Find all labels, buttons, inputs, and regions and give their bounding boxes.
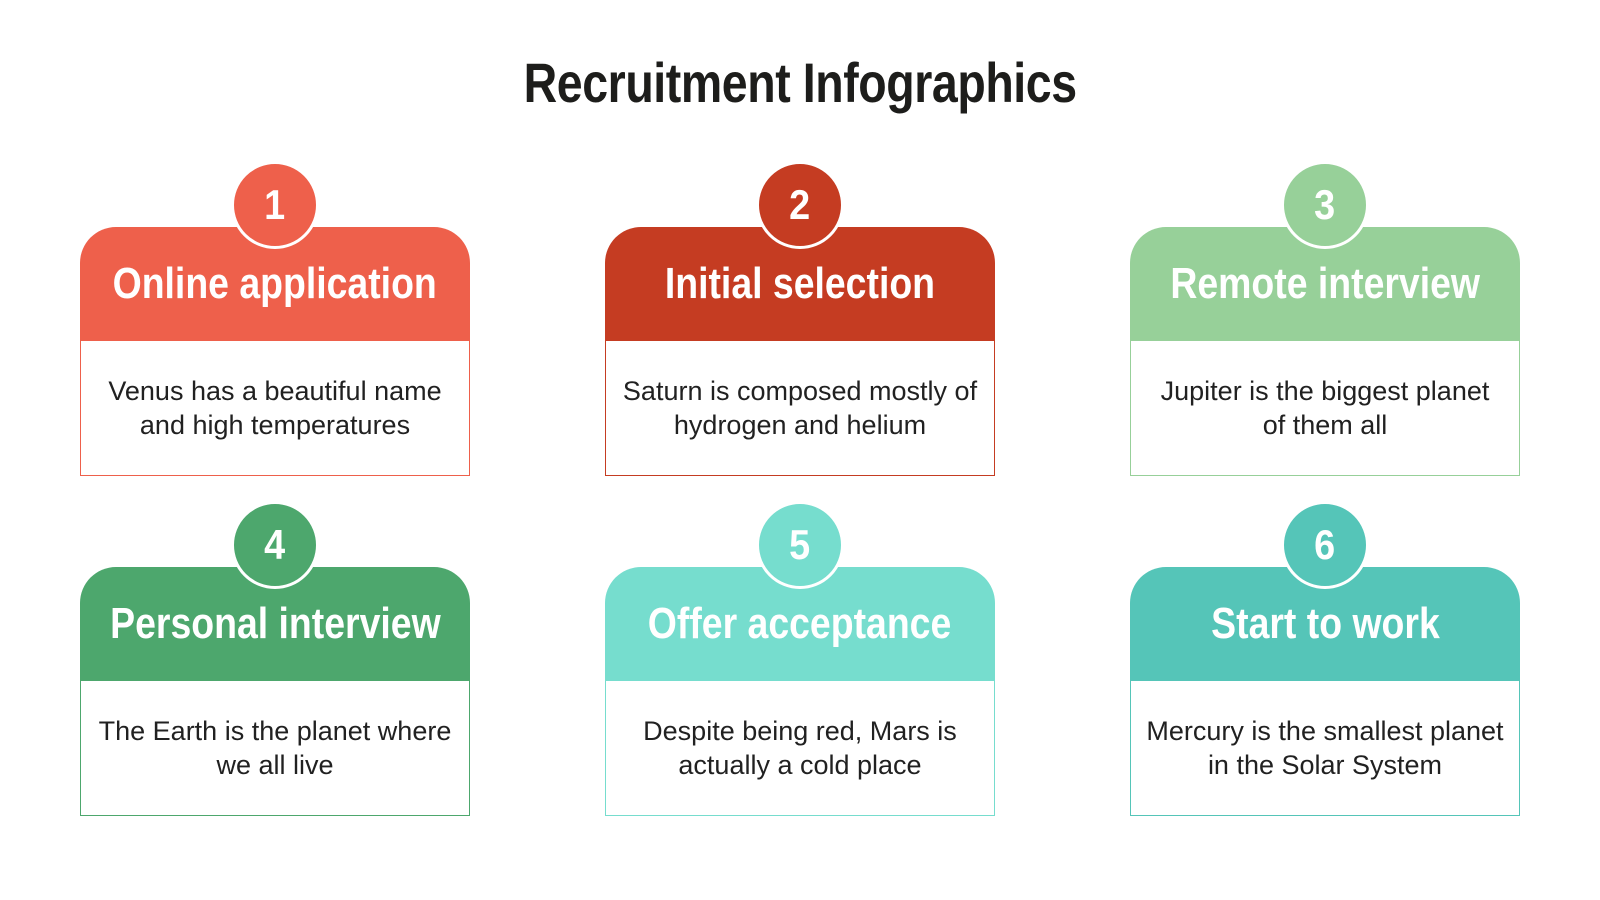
step-description: Saturn is composed mostly of hydrogen an…: [622, 375, 978, 440]
step-card-3: 3 Remote interview Jupiter is the bigges…: [1130, 160, 1520, 476]
steps-grid: 1 Online application Venus has a beautif…: [0, 160, 1600, 816]
step-description: Jupiter is the biggest planet of them al…: [1160, 375, 1490, 440]
step-header: Initial selection: [605, 226, 995, 341]
step-number: 1: [264, 180, 286, 228]
step-description: Venus has a beautiful name and high temp…: [108, 375, 442, 440]
step-title: Offer acceptance: [648, 598, 952, 648]
step-body: Despite being red, Mars is actually a co…: [605, 680, 995, 816]
step-body: Saturn is composed mostly of hydrogen an…: [605, 340, 995, 476]
step-title: Remote interview: [1170, 258, 1480, 308]
step-number: 2: [789, 180, 811, 228]
step-card-6: 6 Start to work Mercury is the smallest …: [1130, 500, 1520, 816]
step-card-2: 2 Initial selection Saturn is composed m…: [605, 160, 995, 476]
step-body: Jupiter is the biggest planet of them al…: [1130, 340, 1520, 476]
step-number: 5: [789, 520, 811, 568]
step-description: The Earth is the planet where we all liv…: [98, 715, 452, 780]
page-title: Recruitment Infographics: [0, 51, 1600, 115]
step-description: Despite being red, Mars is actually a co…: [643, 715, 957, 780]
step-title: Online application: [112, 258, 438, 308]
slide-canvas: Recruitment Infographics 1 Online applic…: [0, 51, 1600, 900]
step-number-badge: 6: [1281, 500, 1369, 589]
step-body: Mercury is the smallest planet in the So…: [1130, 680, 1520, 816]
step-number: 6: [1314, 520, 1336, 568]
step-title: Personal interview: [109, 598, 441, 648]
step-title: Initial selection: [664, 258, 936, 308]
step-card-4: 4 Personal interview The Earth is the pl…: [80, 500, 470, 816]
step-number: 4: [264, 520, 286, 568]
step-card-5: 5 Offer acceptance Despite being red, Ma…: [605, 500, 995, 816]
step-number-badge: 2: [756, 160, 844, 249]
page-title-text: Recruitment Infographics: [523, 51, 1077, 114]
step-number-badge: 4: [231, 500, 319, 589]
step-number-badge: 5: [756, 500, 844, 589]
step-card-1: 1 Online application Venus has a beautif…: [80, 160, 470, 476]
step-header: Personal interview: [80, 566, 470, 681]
step-body: Venus has a beautiful name and high temp…: [80, 340, 470, 476]
step-title: Start to work: [1210, 598, 1440, 648]
step-number: 3: [1314, 180, 1336, 228]
step-number-badge: 3: [1281, 160, 1369, 249]
step-number-badge: 1: [231, 160, 319, 249]
step-body: The Earth is the planet where we all liv…: [80, 680, 470, 816]
step-description: Mercury is the smallest planet in the So…: [1146, 715, 1504, 780]
